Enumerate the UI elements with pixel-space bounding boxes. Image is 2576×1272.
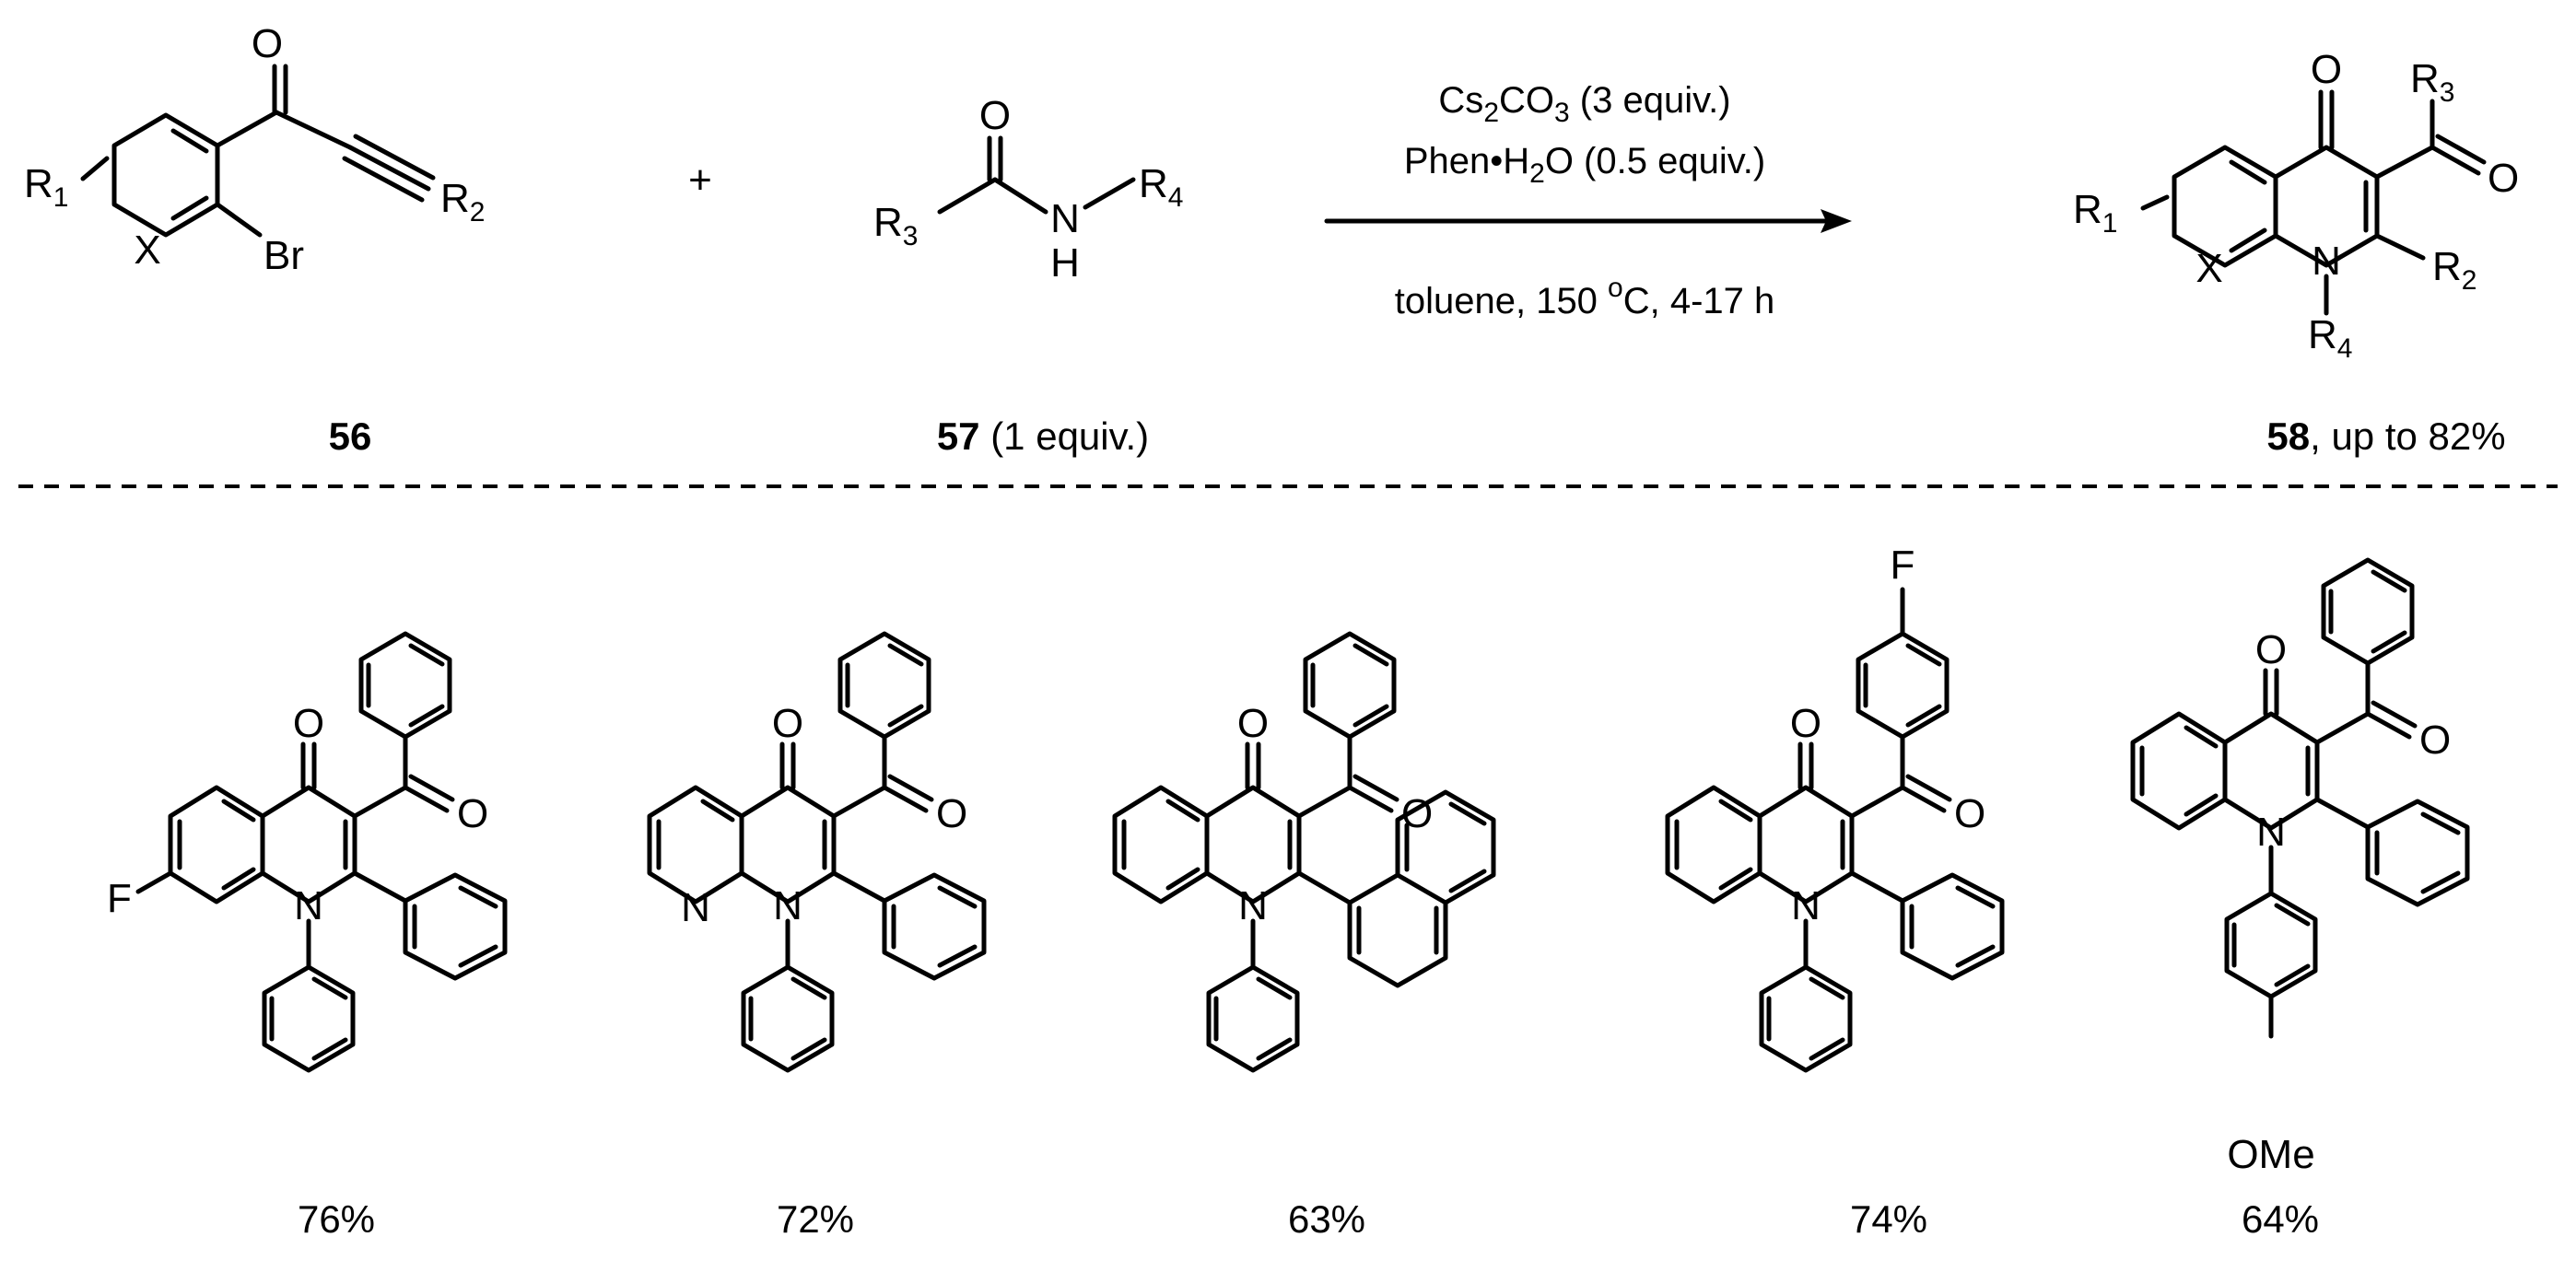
example-3-naphthyl-quinolone: O O N 63%: [1112, 631, 1496, 1241]
yield-label: 74%: [1850, 1197, 1927, 1241]
atom-oxygen-acyl: O: [1401, 791, 1433, 836]
example-4-fluorobenzoyl-quinolone: O O N F 74%: [1665, 543, 2005, 1241]
amide-57: O R3 N H R4 57 (1 equiv.): [873, 93, 1183, 458]
reagent-cesium-carbonate: Cs2CO3 (3 equiv.): [1438, 80, 1730, 128]
reaction-arrow: Cs2CO3 (3 equiv.) Phen•H2O (0.5 equiv.) …: [1324, 80, 1852, 321]
product-58: O R3 O R1 X N R2 R4 58, up to 82%: [2073, 47, 2519, 458]
atom-oxygen-ketone: O: [2311, 47, 2342, 92]
example-1-fluoro-quinolone: O O N F 76%: [107, 631, 508, 1241]
atom-nitrogen: N: [1050, 196, 1080, 241]
atom-oxygen-acyl: O: [2419, 718, 2451, 763]
atom-oxygen-ketone: O: [2255, 627, 2287, 672]
methoxy-label: OMe: [2227, 1132, 2314, 1177]
yield-label: 72%: [777, 1197, 854, 1241]
r3-label: R3: [873, 200, 918, 251]
example-2-naphthyridinone: O O N N 72%: [647, 631, 987, 1241]
yield-label: 64%: [2242, 1197, 2319, 1241]
atom-oxygen-acyl: O: [2488, 156, 2519, 201]
compound-label-58: 58, up to 82%: [2266, 414, 2505, 458]
atom-bromine: Br: [263, 233, 304, 278]
atom-oxygen: O: [252, 21, 283, 66]
yield-label: 76%: [298, 1197, 375, 1241]
atom-nitrogen: N: [1238, 883, 1268, 928]
conditions-solvent-temp-time: toluene, 150 oC, 4-17 h: [1395, 273, 1775, 321]
atom-nitrogen: N: [773, 883, 802, 928]
atom-nitrogen: N: [294, 883, 323, 928]
atom-oxygen-acyl: O: [936, 791, 967, 836]
atom-oxygen-ketone: O: [1790, 701, 1821, 746]
atom-fluorine: F: [107, 876, 132, 921]
r4-label: R4: [1139, 161, 1183, 213]
atom-nitrogen: N: [2312, 239, 2341, 284]
r4-label: R4: [2308, 312, 2352, 364]
atom-hydrogen: H: [1050, 240, 1080, 286]
r2-label: R2: [440, 176, 485, 228]
atom-x: X: [2195, 246, 2222, 291]
atom-oxygen-ketone: O: [772, 701, 803, 746]
starting-material-56: O R1 X Br R2 56: [24, 21, 485, 458]
yield-label: 63%: [1288, 1197, 1365, 1241]
plus-sign: +: [688, 158, 712, 203]
compound-label-56: 56: [329, 414, 372, 458]
atom-fluorine: F: [1891, 543, 1915, 588]
r1-label: R1: [2073, 187, 2117, 239]
atom-oxygen-acyl: O: [457, 791, 488, 836]
atom-oxygen-acyl: O: [1954, 791, 1985, 836]
r1-label: R1: [24, 161, 68, 213]
atom-oxygen-ketone: O: [293, 701, 324, 746]
atom-oxygen-ketone: O: [1237, 701, 1269, 746]
example-5-methoxyphenyl-quinolone: O O N OMe 64%: [2130, 557, 2470, 1241]
atom-nitrogen: N: [1791, 883, 1821, 928]
atom-nitrogen: N: [2256, 810, 2286, 855]
r3-label: R3: [2410, 56, 2454, 108]
atom-nitrogen-pyridine: N: [681, 885, 710, 930]
compound-label-57: 57 (1 equiv.): [937, 414, 1149, 458]
reagent-phen-hydrate: Phen•H2O (0.5 equiv.): [1404, 141, 1765, 189]
atom-oxygen: O: [979, 93, 1011, 138]
atom-x: X: [134, 228, 160, 273]
r2-label: R2: [2432, 244, 2476, 296]
